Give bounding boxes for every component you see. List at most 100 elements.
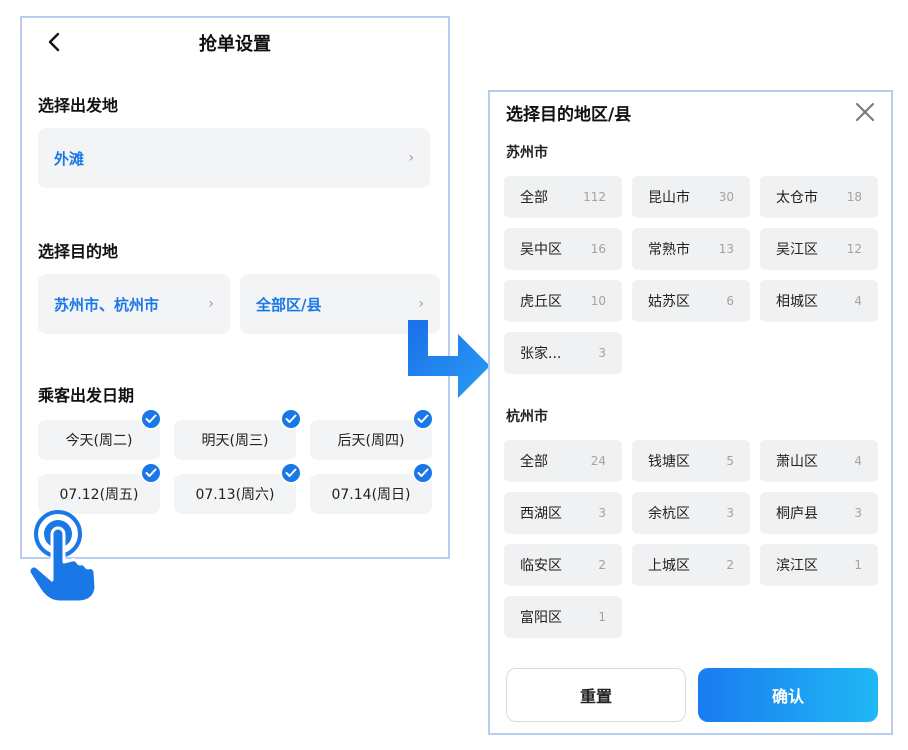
district-chip[interactable]: 全部 112 xyxy=(504,176,622,218)
district-chip[interactable]: 余杭区 3 xyxy=(632,492,750,534)
city-group-title: 苏州市 xyxy=(506,145,548,161)
district-name: 全部 xyxy=(520,454,548,470)
district-count: 112 xyxy=(583,190,606,204)
date-label: 明天(周三) xyxy=(201,433,269,449)
check-circle-icon xyxy=(140,408,162,430)
destination-district-value: 全部区/县 xyxy=(256,295,322,314)
check-circle-icon xyxy=(140,462,162,484)
back-button[interactable] xyxy=(40,28,68,56)
district-count: 3 xyxy=(854,506,862,520)
district-chip[interactable]: 张家...3 xyxy=(504,332,622,374)
district-chip[interactable]: 吴中区 16 xyxy=(504,228,622,270)
date-label: 后天(周四) xyxy=(337,433,405,449)
district-name: 姑苏区 xyxy=(648,294,690,310)
district-name: 余杭区 xyxy=(648,506,690,522)
district-name: 吴江区 xyxy=(776,242,818,258)
check-circle-icon xyxy=(412,462,434,484)
district-name: 虎丘区 xyxy=(520,294,562,310)
date-chip[interactable]: 07.12(周五) xyxy=(38,474,160,514)
date-label: 今天(周二) xyxy=(65,433,133,449)
district-chip[interactable]: 临安区 2 xyxy=(504,544,622,586)
chevron-right-icon: › xyxy=(208,296,214,312)
grab-order-settings-screen: 抢单设置 选择出发地 外滩 › 选择目的地 苏州市、杭州市 › 全部区/县 › … xyxy=(20,16,450,559)
reset-button[interactable]: 重置 xyxy=(506,668,686,722)
district-name: 吴中区 xyxy=(520,242,562,258)
district-name: 临安区 xyxy=(520,558,562,574)
check-circle-icon xyxy=(412,408,434,430)
district-count: 30 xyxy=(718,190,734,204)
district-count: 3 xyxy=(598,506,606,520)
district-chip[interactable]: 太仓市 18 xyxy=(760,176,878,218)
district-name: 桐庐县 xyxy=(776,506,818,522)
district-count: 6 xyxy=(726,294,734,308)
district-count: 12 xyxy=(846,242,862,256)
destination-district-field[interactable]: 全部区/县 › xyxy=(240,274,440,334)
chevron-right-icon: › xyxy=(418,296,424,312)
district-chip[interactable]: 相城区 4 xyxy=(760,280,878,322)
page-title: 抢单设置 xyxy=(199,34,271,55)
tap-hand-icon xyxy=(27,510,98,604)
district-count: 13 xyxy=(718,242,734,256)
destination-city-field[interactable]: 苏州市、杭州市 › xyxy=(38,274,230,334)
district-chip[interactable]: 西湖区 3 xyxy=(504,492,622,534)
arrow-right-icon xyxy=(408,320,490,398)
district-chip[interactable]: 钱塘区 5 xyxy=(632,440,750,482)
district-name: 富阳区 xyxy=(520,610,562,626)
district-count: 4 xyxy=(854,294,862,308)
district-chip[interactable]: 姑苏区 6 xyxy=(632,280,750,322)
district-chip[interactable]: 富阳区 1 xyxy=(504,596,622,638)
close-icon xyxy=(856,103,874,121)
date-chip[interactable]: 07.14(周日) xyxy=(310,474,432,514)
district-name: 西湖区 xyxy=(520,506,562,522)
district-chip[interactable]: 桐庐县 3 xyxy=(760,492,878,534)
district-count: 1 xyxy=(598,610,606,624)
district-name: 钱塘区 xyxy=(648,454,690,470)
district-count: 16 xyxy=(590,242,606,256)
departure-section-title: 选择出发地 xyxy=(38,96,119,115)
date-label: 07.12(周五) xyxy=(59,487,139,503)
district-count: 4 xyxy=(854,454,862,468)
district-name: 相城区 xyxy=(776,294,818,310)
confirm-button[interactable]: 确认 xyxy=(698,668,878,722)
date-chip[interactable]: 明天(周三) xyxy=(174,420,296,460)
date-chip[interactable]: 07.13(周六) xyxy=(174,474,296,514)
district-name: 萧山区 xyxy=(776,454,818,470)
district-name: 张家... xyxy=(520,346,562,362)
chevron-left-icon xyxy=(48,32,60,52)
district-name: 上城区 xyxy=(648,558,690,574)
district-name: 太仓市 xyxy=(776,190,818,206)
district-count: 18 xyxy=(846,190,862,204)
departure-value: 外滩 xyxy=(54,149,85,168)
district-name: 滨江区 xyxy=(776,558,818,574)
district-name: 昆山市 xyxy=(648,190,690,206)
date-label: 07.13(周六) xyxy=(195,487,275,503)
destination-city-value: 苏州市、杭州市 xyxy=(54,295,160,314)
district-count: 1 xyxy=(854,558,862,572)
district-count: 5 xyxy=(726,454,734,468)
district-name: 全部 xyxy=(520,190,548,206)
district-chip[interactable]: 全部 24 xyxy=(504,440,622,482)
date-chip[interactable]: 今天(周二) xyxy=(38,420,160,460)
close-button[interactable] xyxy=(853,100,877,124)
departure-field[interactable]: 外滩 › xyxy=(38,128,430,188)
modal-title: 选择目的地区/县 xyxy=(506,105,632,125)
district-count: 24 xyxy=(590,454,606,468)
dates-section-title: 乘客出发日期 xyxy=(38,386,135,405)
district-count: 2 xyxy=(598,558,606,572)
city-group-title: 杭州市 xyxy=(506,409,548,425)
check-circle-icon xyxy=(280,408,302,430)
district-count: 10 xyxy=(590,294,606,308)
district-chip[interactable]: 虎丘区 10 xyxy=(504,280,622,322)
destination-section-title: 选择目的地 xyxy=(38,242,119,261)
district-chip[interactable]: 萧山区 4 xyxy=(760,440,878,482)
check-circle-icon xyxy=(280,462,302,484)
district-chip[interactable]: 昆山市 30 xyxy=(632,176,750,218)
date-chip[interactable]: 后天(周四) xyxy=(310,420,432,460)
date-label: 07.14(周日) xyxy=(331,487,411,503)
district-chip[interactable]: 滨江区 1 xyxy=(760,544,878,586)
district-chip[interactable]: 吴江区 12 xyxy=(760,228,878,270)
district-count: 3 xyxy=(726,506,734,520)
chevron-right-icon: › xyxy=(408,150,414,166)
